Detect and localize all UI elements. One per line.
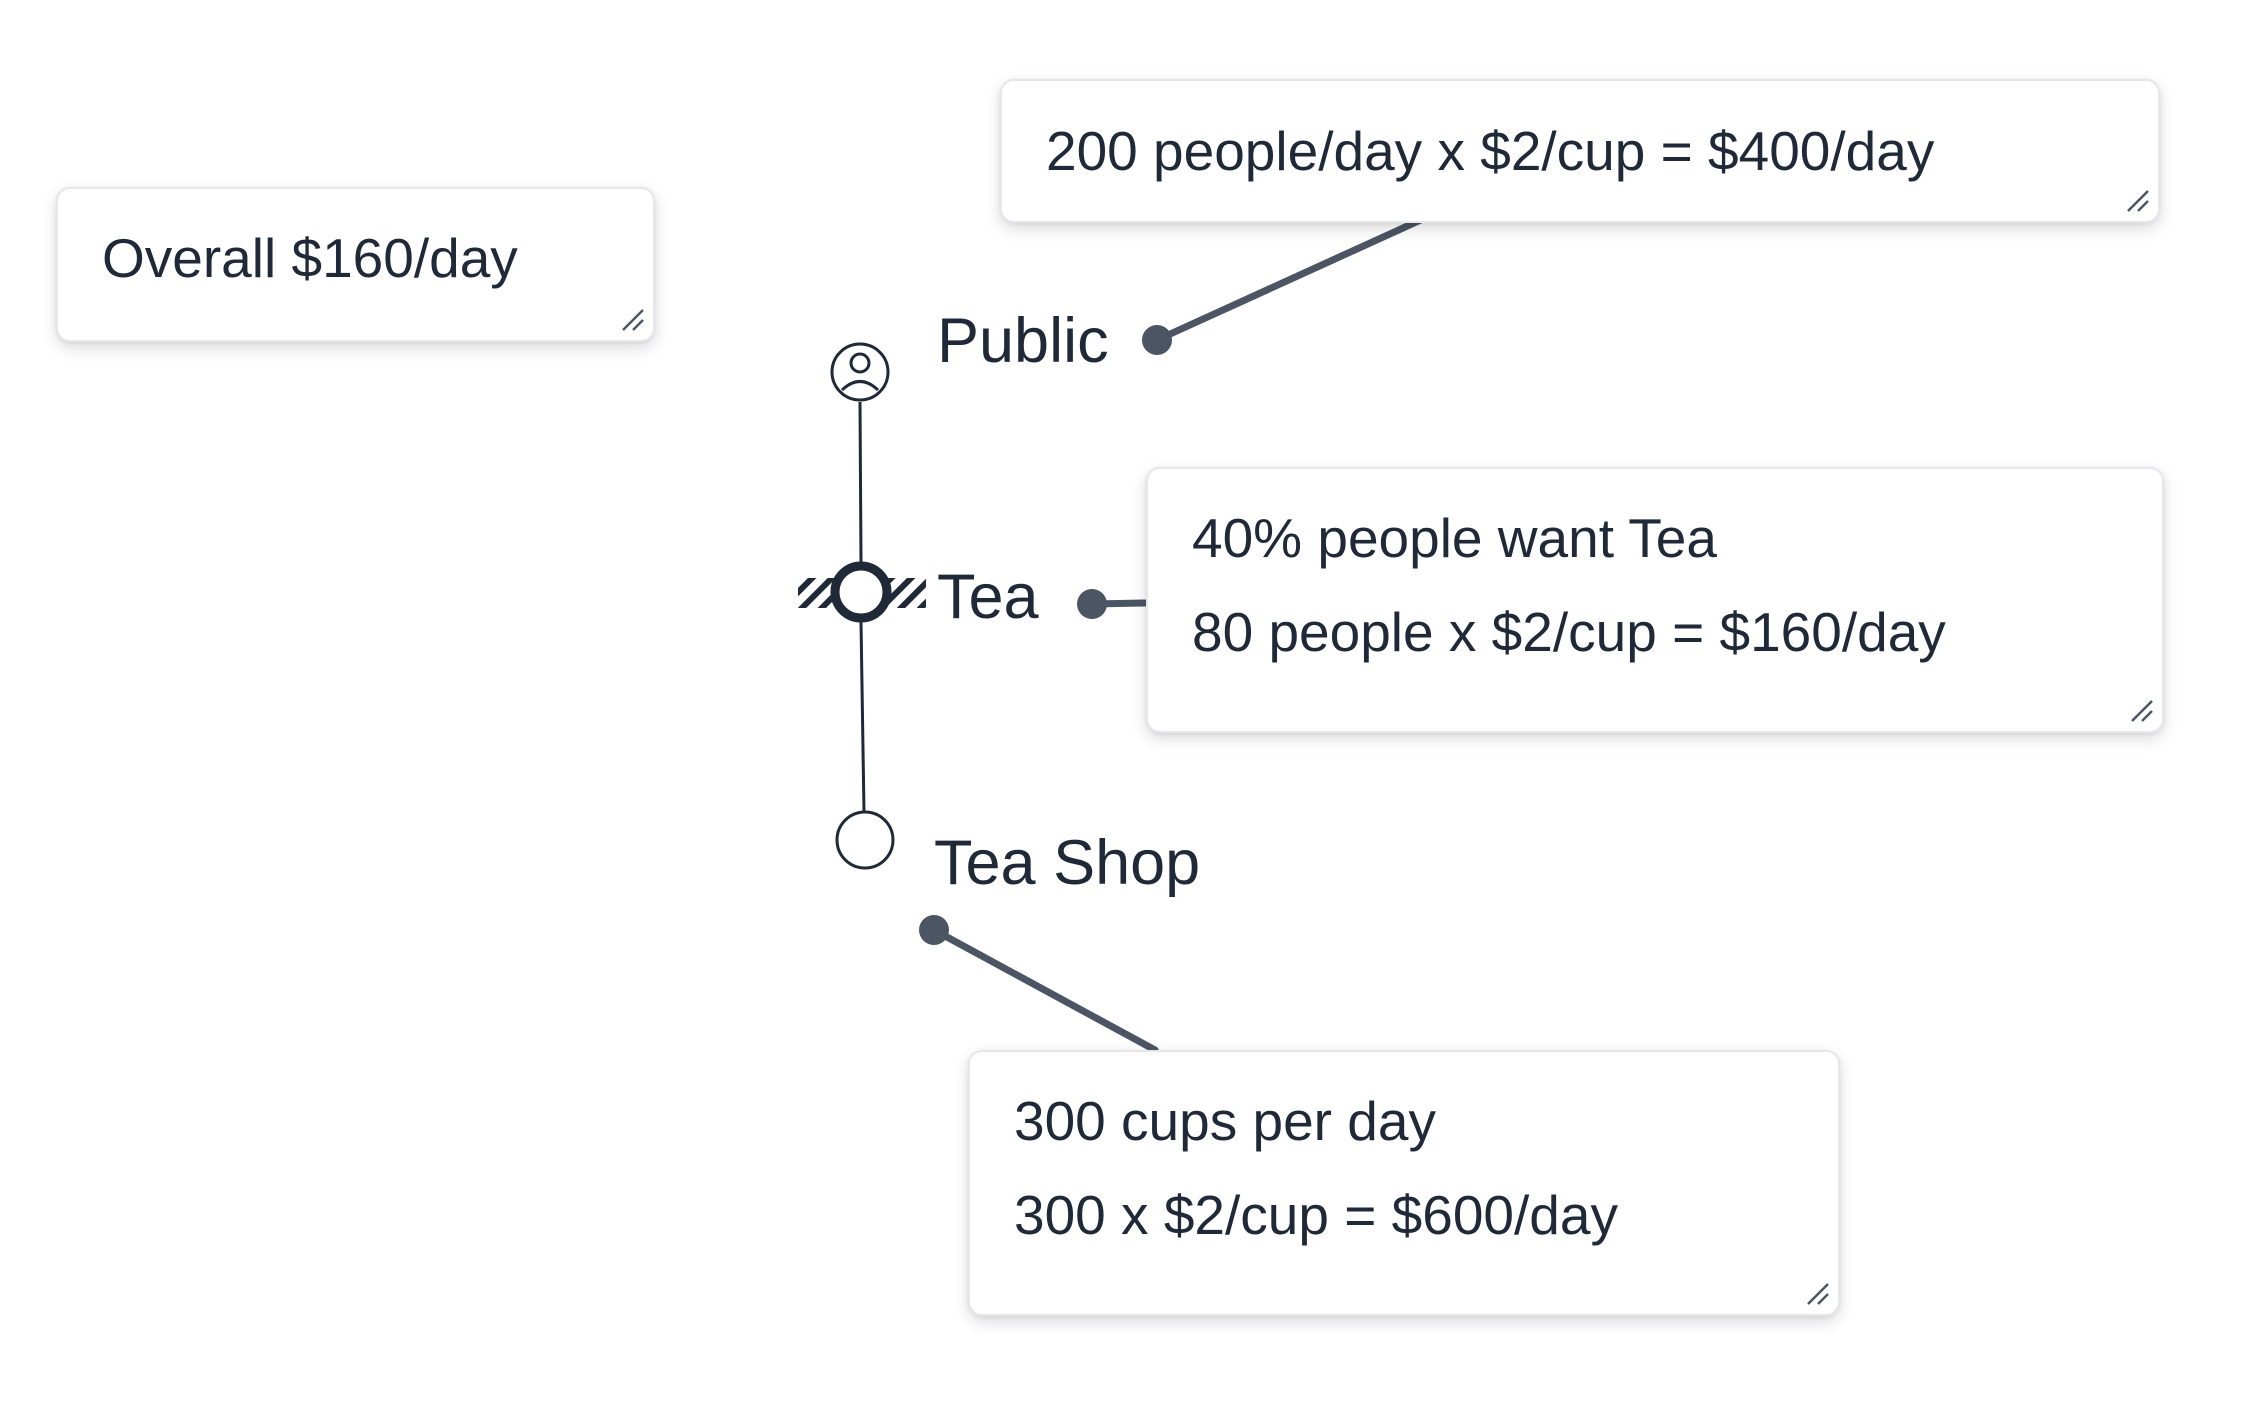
selected-node-icon[interactable] — [798, 561, 926, 623]
node-label-tea[interactable]: Tea — [937, 562, 1039, 632]
resize-handle-icon[interactable] — [2122, 185, 2152, 215]
note-text-line-2: 300 x $2/cup = $600/day — [1014, 1184, 1618, 1246]
flow-line-tea-shop — [859, 621, 866, 813]
connector-shop-note — [919, 915, 1159, 1054]
note-text-line-1: 300 cups per day — [1014, 1090, 1436, 1152]
connector-public-note — [1142, 214, 1429, 355]
flow-line-public-tea — [858, 401, 863, 563]
resize-handle-icon[interactable] — [2126, 695, 2156, 725]
note-tea-shop[interactable]: 300 cups per day 300 x $2/cup = $600/day — [968, 1050, 1840, 1316]
note-overall[interactable]: Overall $160/day — [56, 187, 655, 342]
note-text: 200 people/day x $2/cup = $400/day — [1046, 120, 1935, 182]
connector-tea-note — [1077, 589, 1149, 619]
resize-handle-icon[interactable] — [617, 304, 647, 334]
note-tea[interactable]: 40% people want Tea 80 people x $2/cup =… — [1146, 467, 2164, 733]
note-text: Overall $160/day — [102, 227, 518, 289]
note-public[interactable]: 200 people/day x $2/cup = $400/day — [1000, 79, 2160, 223]
circle-node-icon[interactable] — [835, 810, 895, 870]
note-text-line-1: 40% people want Tea — [1192, 507, 1717, 569]
node-label-tea-shop[interactable]: Tea Shop — [934, 828, 1201, 898]
person-icon[interactable] — [830, 342, 890, 402]
resize-handle-icon[interactable] — [1802, 1278, 1832, 1308]
note-text-line-2: 80 people x $2/cup = $160/day — [1192, 601, 1946, 663]
node-label-public[interactable]: Public — [937, 306, 1109, 376]
